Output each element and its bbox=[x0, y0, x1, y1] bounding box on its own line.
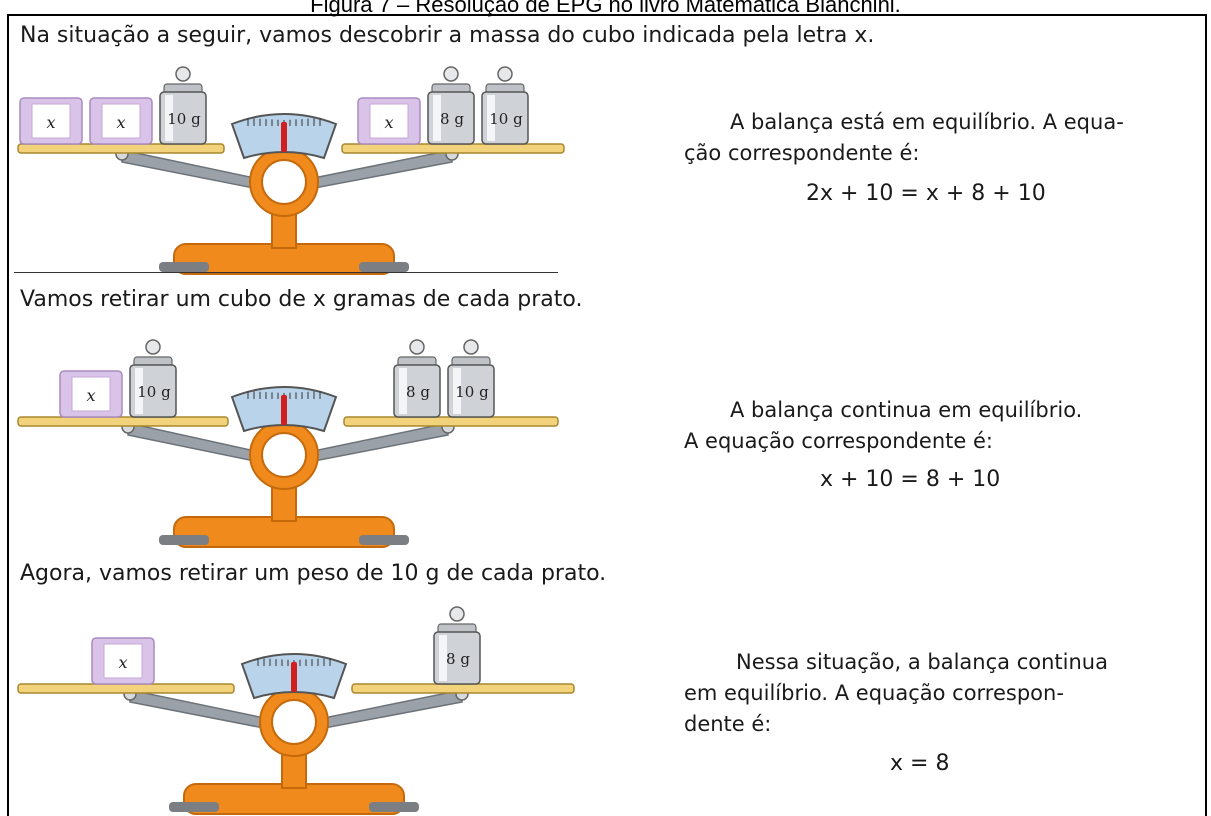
step3-equation: x = 8 bbox=[890, 751, 950, 776]
weight-label: 10 g bbox=[167, 110, 201, 128]
step2-equation: x + 10 = 8 + 10 bbox=[820, 467, 1001, 492]
cube-face bbox=[369, 103, 409, 139]
left-weight-2: 10 g bbox=[159, 66, 207, 145]
step3-text-line3: dente é: bbox=[684, 712, 772, 736]
weight-shine bbox=[165, 95, 173, 141]
scale-foot-left bbox=[169, 802, 219, 812]
step1-equation: 2x + 10 = x + 8 + 10 bbox=[806, 181, 1046, 206]
balance-scale-1: x x 10 g x 8 g 10 g bbox=[17, 66, 565, 275]
scale-foot-right bbox=[359, 535, 409, 545]
scale-foot-left bbox=[159, 535, 209, 545]
figure-caption: Figura 7 – Resolução de EPG no livro Mat… bbox=[310, 0, 901, 17]
weight-knob bbox=[497, 66, 513, 82]
weight-knob bbox=[145, 339, 161, 355]
scale-arm-right bbox=[313, 689, 463, 731]
scale-pan-right bbox=[351, 683, 575, 694]
weight-shine bbox=[439, 635, 447, 681]
cube-label: x bbox=[116, 113, 125, 132]
left-cube-0: x bbox=[91, 637, 155, 685]
cube-face bbox=[31, 103, 71, 139]
step3-heading: Agora, vamos retirar um peso de 10 g de … bbox=[20, 561, 607, 586]
scale-needle bbox=[281, 395, 287, 425]
scale-foot-right bbox=[369, 802, 419, 812]
weight-shine bbox=[135, 368, 143, 414]
right-cube-0: x bbox=[357, 97, 421, 145]
scale-pillar bbox=[281, 751, 307, 789]
right-weight-1: 8 g bbox=[427, 66, 475, 145]
step3-text-line2: em equilíbrio. A equação correspon- bbox=[684, 681, 1064, 705]
right-weight-0: 8 g bbox=[393, 339, 441, 418]
weight-label: 8 g bbox=[440, 110, 464, 128]
scale-pillar bbox=[271, 484, 297, 522]
left-weight-1: 10 g bbox=[129, 339, 177, 418]
weight-label: 8 g bbox=[446, 650, 470, 668]
scale-foot-right bbox=[359, 262, 409, 272]
cube-face bbox=[71, 376, 111, 412]
step1-text-line2: ção correspondente é: bbox=[684, 141, 920, 165]
step2-heading: Vamos retirar um cubo de x gramas de cad… bbox=[20, 287, 583, 312]
scale-pan-right bbox=[341, 143, 565, 154]
weight-shine bbox=[453, 368, 461, 414]
scale-ring-hole bbox=[261, 159, 307, 205]
right-weight-1: 10 g bbox=[447, 339, 495, 418]
left-cube-0: x bbox=[19, 97, 83, 145]
scale-ring-hole bbox=[271, 699, 317, 745]
scale-pan-left bbox=[17, 143, 225, 154]
left-cube-1: x bbox=[89, 97, 153, 145]
scale-pillar bbox=[271, 211, 297, 249]
step3-text-line1: Nessa situação, a balança continua bbox=[736, 650, 1108, 674]
separator-1 bbox=[14, 272, 558, 273]
balance-scale-3: x 8 g bbox=[17, 606, 575, 815]
weight-label: 10 g bbox=[455, 383, 489, 401]
scale-pan-left bbox=[17, 683, 235, 694]
weight-knob bbox=[449, 606, 465, 622]
scale-needle bbox=[281, 122, 287, 152]
cube-label: x bbox=[384, 113, 393, 132]
weight-label: 10 g bbox=[489, 110, 523, 128]
weight-label: 8 g bbox=[406, 383, 430, 401]
weight-knob bbox=[175, 66, 191, 82]
intro-text: Na situação a seguir, vamos descobrir a … bbox=[20, 23, 875, 48]
weight-knob bbox=[463, 339, 479, 355]
cube-face bbox=[101, 103, 141, 139]
scale-foot-left bbox=[159, 262, 209, 272]
weight-shine bbox=[487, 95, 495, 141]
weight-shine bbox=[433, 95, 441, 141]
right-weight-0: 8 g bbox=[433, 606, 481, 685]
step2-text-line1: A balança continua em equilíbrio. bbox=[730, 398, 1083, 422]
step2-text-line2: A equação correspondente é: bbox=[684, 429, 993, 453]
scale-pan-right bbox=[343, 416, 559, 427]
cube-label: x bbox=[118, 653, 127, 672]
left-cube-0: x bbox=[59, 370, 123, 418]
scale-arm-right bbox=[303, 149, 453, 191]
weight-knob bbox=[443, 66, 459, 82]
weight-label: 10 g bbox=[137, 383, 171, 401]
balance-scale-2: x 10 g 8 g 10 g bbox=[17, 339, 559, 548]
scale-pan-left bbox=[17, 416, 229, 427]
cube-label: x bbox=[86, 386, 95, 405]
right-weight-2: 10 g bbox=[481, 66, 529, 145]
figure-frame bbox=[7, 14, 1207, 816]
scale-needle bbox=[291, 662, 297, 692]
step1-text-line1: A balança está em equilíbrio. A equa- bbox=[730, 110, 1124, 134]
cube-face bbox=[103, 643, 143, 679]
weight-knob bbox=[409, 339, 425, 355]
scale-ring-hole bbox=[261, 432, 307, 478]
weight-shine bbox=[399, 368, 407, 414]
cube-label: x bbox=[46, 113, 55, 132]
